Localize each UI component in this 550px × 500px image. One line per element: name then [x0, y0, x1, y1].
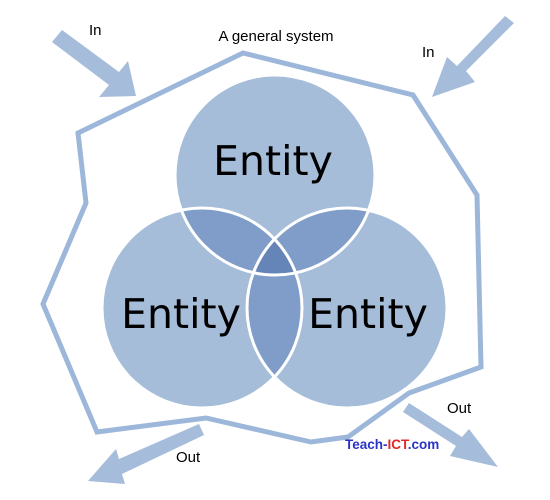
output-arrow-left	[88, 424, 204, 484]
output-label-right: Out	[447, 400, 472, 417]
entity-label-right: Entity	[308, 290, 428, 338]
logo-part-ict: ICT	[388, 437, 411, 452]
entity-circle-top-edge	[173, 73, 377, 277]
input-arrow-right	[432, 16, 514, 97]
teach-ict-logo: Teach-ICT.com	[345, 437, 439, 452]
input-label-left: In	[89, 22, 102, 39]
overlap-top-right	[247, 208, 375, 275]
input-arrow-left	[52, 30, 136, 97]
overlap-top-left	[175, 208, 302, 275]
system-boundary	[40, 50, 484, 445]
logo-part-teach: Teach-	[345, 437, 388, 452]
diagram-title: A general system	[218, 28, 333, 45]
output-label-left: Out	[176, 449, 201, 466]
entity-circle-right-edge	[245, 206, 449, 410]
entity-label-top: Entity	[213, 137, 333, 185]
input-label-right: In	[422, 44, 435, 61]
output-arrow-right	[403, 403, 498, 467]
entity-circle-left-edge	[100, 206, 304, 410]
entity-label-left: Entity	[121, 290, 241, 338]
logo-part-com: .com	[408, 437, 440, 452]
